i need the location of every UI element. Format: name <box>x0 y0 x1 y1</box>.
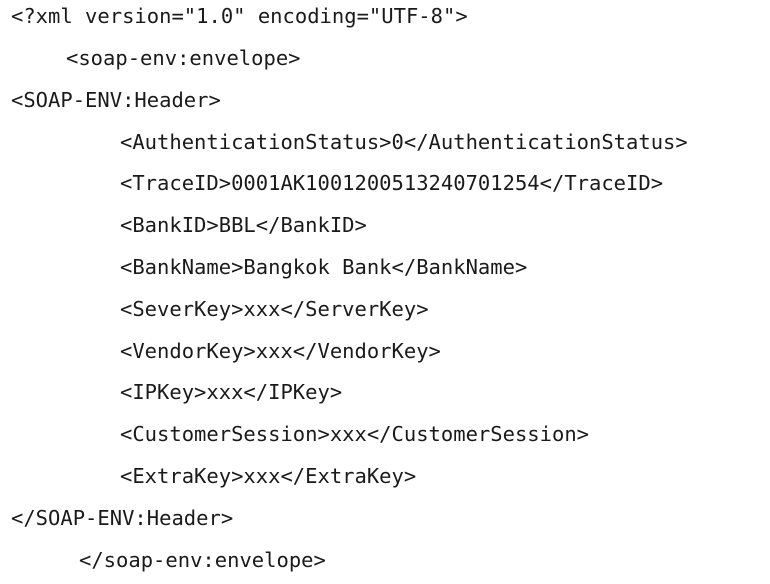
envelope-close-line: </soap-env:envelope> <box>79 548 326 572</box>
ip-key-line: <IPKey>xxx</IPKey> <box>120 380 343 404</box>
bank-name-line: <BankName>Bangkok Bank</BankName> <box>120 255 528 279</box>
server-key-line: <SeverKey>xxx</ServerKey> <box>120 297 429 321</box>
trace-id-line: <TraceID>0001AK1001200513240701254</Trac… <box>120 171 664 195</box>
customer-session-line: <CustomerSession>xxx</CustomerSession> <box>120 422 589 446</box>
extra-key-line: <ExtraKey>xxx</ExtraKey> <box>120 464 417 488</box>
envelope-open-line: <soap-env:envelope> <box>66 46 301 70</box>
header-close-line: </SOAP-ENV:Header> <box>11 506 234 530</box>
vendor-key-line: <VendorKey>xxx</VendorKey> <box>120 339 441 363</box>
bank-id-line: <BankID>BBL</BankID> <box>120 213 367 237</box>
header-open-line: <SOAP-ENV:Header> <box>11 88 221 112</box>
authentication-status-line: <AuthenticationStatus>0</AuthenticationS… <box>120 130 688 154</box>
xml-declaration-line: <?xml version="1.0" encoding="UTF-8"> <box>11 4 468 28</box>
